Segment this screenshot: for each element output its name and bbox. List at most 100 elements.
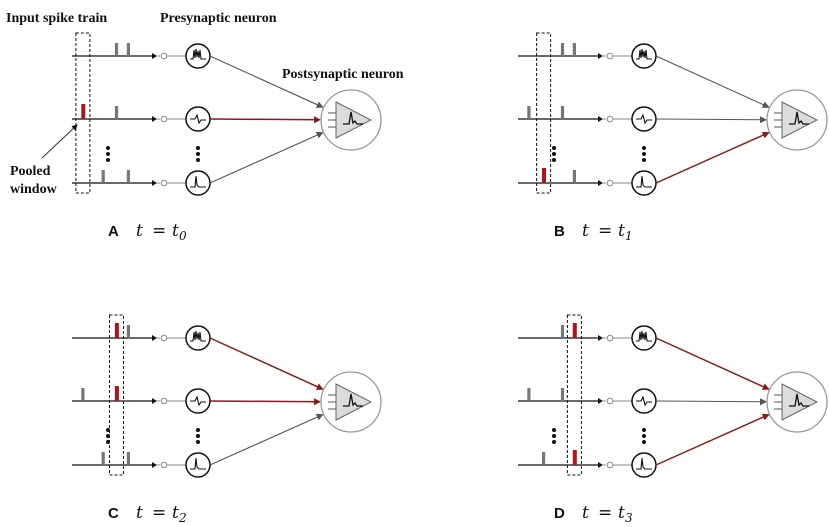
synapse (655, 55, 770, 108)
pooled-window-pointer (41, 124, 78, 159)
neuron-ellipsis-dot (196, 152, 200, 156)
synaptic-terminal (160, 397, 168, 405)
postsynaptic-trace-icon (343, 111, 363, 125)
neuron-ellipsis-dot (196, 158, 200, 162)
spike (560, 106, 565, 119)
spike-train-arrowhead (598, 462, 603, 468)
spike-train-arrowhead (152, 335, 157, 341)
synapse (655, 116, 768, 124)
neuron-ellipsis-dot (196, 146, 200, 150)
neuron-ellipsis-dot (642, 428, 646, 432)
membrane-trace-icon (190, 175, 206, 188)
spike-train-arrowhead (598, 53, 603, 59)
spike-train-ellipsis-dot (552, 434, 556, 438)
active-synapse (209, 337, 324, 390)
equals-sign: = (598, 503, 612, 523)
presynaptic-neuron (631, 43, 657, 69)
neuron-ellipsis-dot (642, 158, 646, 162)
time-subscript: 0 (179, 229, 187, 243)
spike-train-arrowhead (152, 398, 157, 404)
spike (81, 388, 85, 401)
neuron-ellipsis-dot (196, 428, 200, 432)
spike (542, 452, 546, 465)
active-spike (114, 386, 119, 401)
postsynaptic-neuron-label: Postsynaptic neuron (282, 67, 404, 82)
membrane-trace-icon (190, 113, 206, 125)
synapse (209, 55, 324, 108)
active-spike (542, 168, 546, 183)
spike (572, 170, 576, 183)
window-label: window (10, 182, 58, 197)
input-spike-train-label: Input spike train (6, 11, 107, 26)
membrane-trace-icon (636, 457, 652, 470)
spike-train-arrowhead (598, 398, 603, 404)
synaptic-terminal (606, 397, 614, 405)
synaptic-terminal (606, 115, 614, 123)
pooled-window (109, 314, 124, 476)
synaptic-terminal (160, 461, 168, 469)
neuron-ellipsis-dot (196, 440, 200, 444)
neuron-ellipsis-dot (642, 146, 646, 150)
active-synapse (655, 337, 770, 390)
synaptic-terminal (160, 115, 168, 123)
presynaptic-neuron (185, 43, 211, 69)
time-variable: t (136, 221, 143, 241)
spike-train-ellipsis-dot (552, 428, 556, 432)
presynaptic-neuron (185, 325, 211, 351)
pooled-label: Pooled (10, 164, 51, 179)
spike (101, 170, 105, 183)
synaptic-terminal (160, 179, 168, 187)
neuron-ellipsis-dot (196, 434, 200, 438)
spike (126, 170, 130, 183)
spike-train-arrowhead (598, 180, 603, 186)
spike-train-ellipsis-dot (552, 152, 556, 156)
spike (101, 452, 105, 465)
presynaptic-neuron (631, 325, 657, 351)
membrane-trace-icon (636, 48, 652, 60)
spike (114, 106, 119, 119)
time-subscript: 3 (625, 511, 633, 525)
spike-train-arrowhead (598, 335, 603, 341)
synaptic-terminal (160, 52, 168, 60)
active-spike (572, 323, 577, 338)
membrane-trace-icon (636, 113, 652, 125)
presynaptic-neuron (185, 452, 211, 478)
membrane-trace-icon (636, 175, 652, 188)
presynaptic-neuron (631, 170, 657, 196)
panel-letter: C (108, 505, 119, 522)
presynaptic-neuron-label: Presynaptic neuron (160, 11, 277, 26)
spike (126, 325, 130, 338)
active-synapse (209, 116, 322, 124)
spike (572, 43, 576, 56)
membrane-trace-icon (190, 395, 206, 407)
active-synapse (655, 413, 770, 466)
neuron-ellipsis-dot (642, 152, 646, 156)
postsynaptic-trace-icon (343, 393, 363, 407)
synaptic-terminal (606, 52, 614, 60)
spike-train-arrowhead (152, 180, 157, 186)
synaptic-terminal (606, 179, 614, 187)
neuron-ellipsis-dot (642, 440, 646, 444)
membrane-trace-icon (190, 48, 206, 60)
spike (126, 43, 130, 56)
time-base: t (172, 503, 179, 523)
synaptic-terminal (606, 461, 614, 469)
spike (114, 43, 119, 56)
membrane-trace-icon (636, 395, 652, 407)
spike-train-arrowhead (598, 116, 603, 122)
spike (527, 106, 531, 119)
postsynaptic-trace-icon (789, 111, 809, 125)
spike-train-arrowhead (152, 462, 157, 468)
panel-letter: A (108, 223, 119, 240)
membrane-trace-icon (190, 457, 206, 470)
time-base: t (618, 503, 625, 523)
synapse (655, 398, 768, 406)
presynaptic-neuron (631, 452, 657, 478)
equals-sign: = (152, 503, 166, 523)
spike (527, 388, 531, 401)
